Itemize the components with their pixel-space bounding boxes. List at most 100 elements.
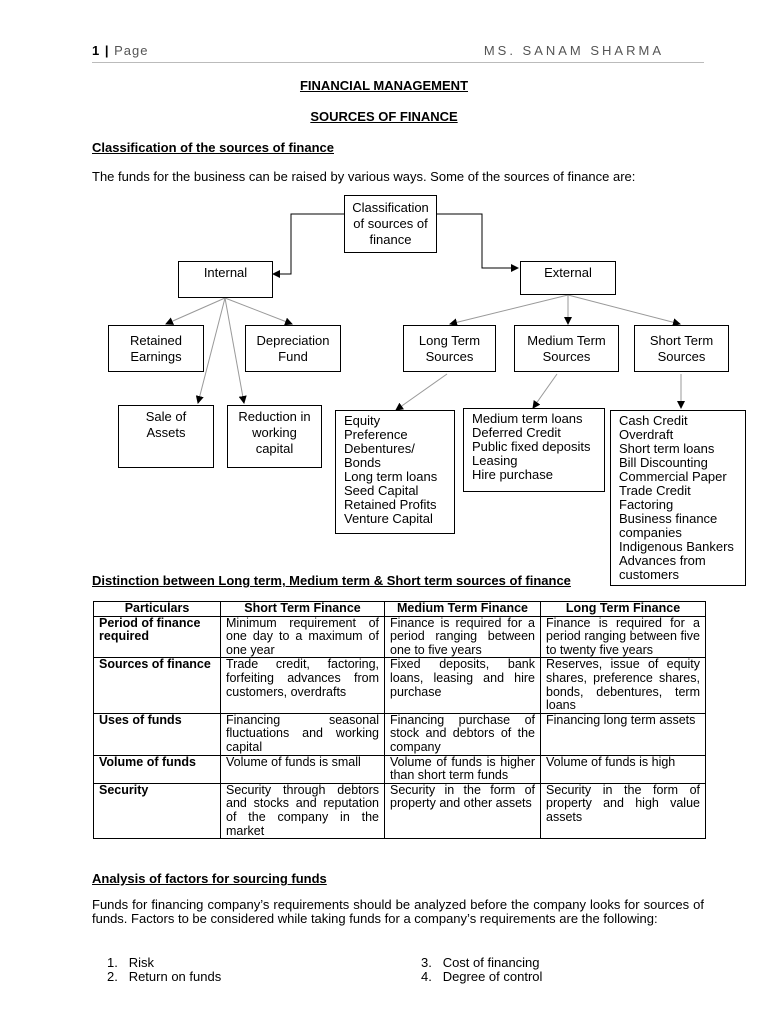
table-cell: Finance is required for a period ranging… (540, 615, 706, 659)
table-cell: Volume of funds is higher than short ter… (384, 754, 541, 784)
factor-text: Degree of control (442, 969, 543, 984)
row-header: Uses of funds (93, 712, 221, 756)
medium-term-line-2: Sources (542, 348, 591, 364)
table-cell: Volume of funds is high (540, 754, 706, 784)
page-label: Page (114, 43, 149, 58)
factor-item: 1. Risk (107, 955, 154, 970)
sale-line-1: Sale of (145, 409, 187, 424)
author-name: MS. SANAM SHARMA (483, 43, 664, 58)
table-cell: Trade credit, factoring, forfeiting adva… (220, 657, 385, 714)
list-item: Bill Discounting (619, 455, 708, 470)
row-header: Period of finance required (93, 615, 221, 659)
depreciation-line-2: Fund (278, 348, 308, 364)
column-header: Long Term Finance (540, 601, 706, 617)
internal-node: Internal (178, 261, 273, 298)
list-item: Hire purchase (472, 467, 553, 482)
list-item: Business finance (619, 511, 718, 526)
depreciation-line-1: Depreciation (256, 332, 330, 348)
table-cell: Reserves, issue of equity shares, prefer… (540, 657, 706, 714)
short-term-sources-list: Cash Credit Overdraft Short term loans B… (610, 410, 746, 586)
list-item: Medium term loans (472, 411, 583, 426)
page-number: 1 (92, 43, 101, 58)
root-line-1: Classification (352, 200, 429, 215)
table-cell: Financing purchase of stock and debtors … (384, 712, 541, 756)
list-item: Cash Credit (619, 413, 688, 428)
analysis-paragraph: Funds for financing company’s requiremen… (92, 897, 704, 926)
factor-number: 1. (107, 955, 118, 970)
table-row: Period of finance required Minimum requi… (93, 615, 706, 659)
factor-text: Cost of financing (442, 955, 540, 970)
section-heading-distinction: Distinction between Long term, Medium te… (92, 573, 571, 588)
table-cell: Financing seasonal fluctuations and work… (220, 712, 385, 756)
list-item: Overdraft (619, 427, 674, 442)
short-term-line-1: Short Term (649, 332, 714, 348)
list-item: Commercial Paper (619, 469, 727, 484)
list-item: Seed Capital (344, 483, 419, 498)
page-number-header: 1 | Page (92, 43, 149, 58)
list-item: Trade Credit (619, 483, 691, 498)
factor-text: Risk (128, 955, 154, 970)
list-item: Indigenous Bankers (619, 539, 734, 554)
table-row: Uses of funds Financing seasonal fluctua… (93, 712, 706, 756)
table-cell: Security in the form of property and hig… (540, 782, 706, 840)
table-cell: Security in the form of property and oth… (384, 782, 541, 840)
list-item: Preference (344, 427, 408, 442)
list-item: Factoring (619, 497, 674, 512)
factor-number: 2. (107, 969, 118, 984)
factor-number: 3. (421, 955, 432, 970)
retained-line-1: Retained (129, 332, 183, 348)
table-cell: Fixed deposits, bank loans, leasing and … (384, 657, 541, 714)
intro-paragraph: The funds for the business can be raised… (92, 169, 636, 184)
header-rule (92, 62, 704, 63)
distinction-table: Particulars Short Term Finance Medium Te… (93, 601, 706, 840)
document-title: FINANCIAL MANAGEMENT (299, 78, 469, 93)
section-heading-classification: Classification of the sources of finance (92, 140, 334, 155)
table-row: Sources of finance Trade credit, factori… (93, 657, 706, 714)
list-item: Short term loans (619, 441, 715, 456)
long-term-sources-list: Equity Preference Debentures/ Bonds Long… (335, 410, 455, 534)
header-separator: | (104, 43, 110, 58)
factor-item: 2. Return on funds (107, 969, 221, 984)
long-term-line-1: Long Term (418, 332, 481, 348)
table-cell: Financing long term assets (540, 712, 706, 756)
table-cell: Minimum requirement of one day to a maxi… (220, 615, 385, 659)
document-subtitle: SOURCES OF FINANCE (310, 109, 458, 124)
list-item: Advances from (619, 553, 706, 568)
list-item: Long term loans (344, 469, 438, 484)
table-cell: Volume of funds is small (220, 754, 385, 784)
list-item: Bonds (344, 455, 381, 470)
list-item: companies (619, 525, 682, 540)
reduction-line-2: working (252, 425, 297, 440)
external-node: External (520, 261, 616, 295)
column-header: Particulars (93, 601, 221, 617)
list-item: Deferred Credit (472, 425, 561, 440)
factor-item: 3. Cost of financing (421, 955, 540, 970)
list-item: Venture Capital (344, 511, 433, 526)
table-row: Security Security through debtors and st… (93, 782, 706, 840)
list-item: Public fixed deposits (472, 439, 591, 454)
root-node: Classification of sources of finance (344, 195, 437, 253)
list-item: Leasing (472, 453, 518, 468)
section-heading-analysis: Analysis of factors for sourcing funds (92, 871, 327, 886)
row-header: Sources of finance (93, 657, 221, 714)
long-term-line-2: Sources (425, 348, 474, 364)
column-header: Short Term Finance (220, 601, 385, 617)
short-term-line-2: Sources (657, 348, 706, 364)
root-line-2: of sources of (353, 216, 428, 231)
list-item: Equity (344, 413, 381, 428)
list-item: Debentures/ (344, 441, 415, 456)
root-line-3: finance (369, 232, 412, 247)
column-header: Medium Term Finance (384, 601, 541, 617)
factor-number: 4. (421, 969, 432, 984)
table-cell: Finance is required for a period ranging… (384, 615, 541, 659)
table-row: Volume of funds Volume of funds is small… (93, 754, 706, 784)
list-item: customers (619, 567, 679, 582)
retained-line-2: Earnings (130, 348, 182, 364)
